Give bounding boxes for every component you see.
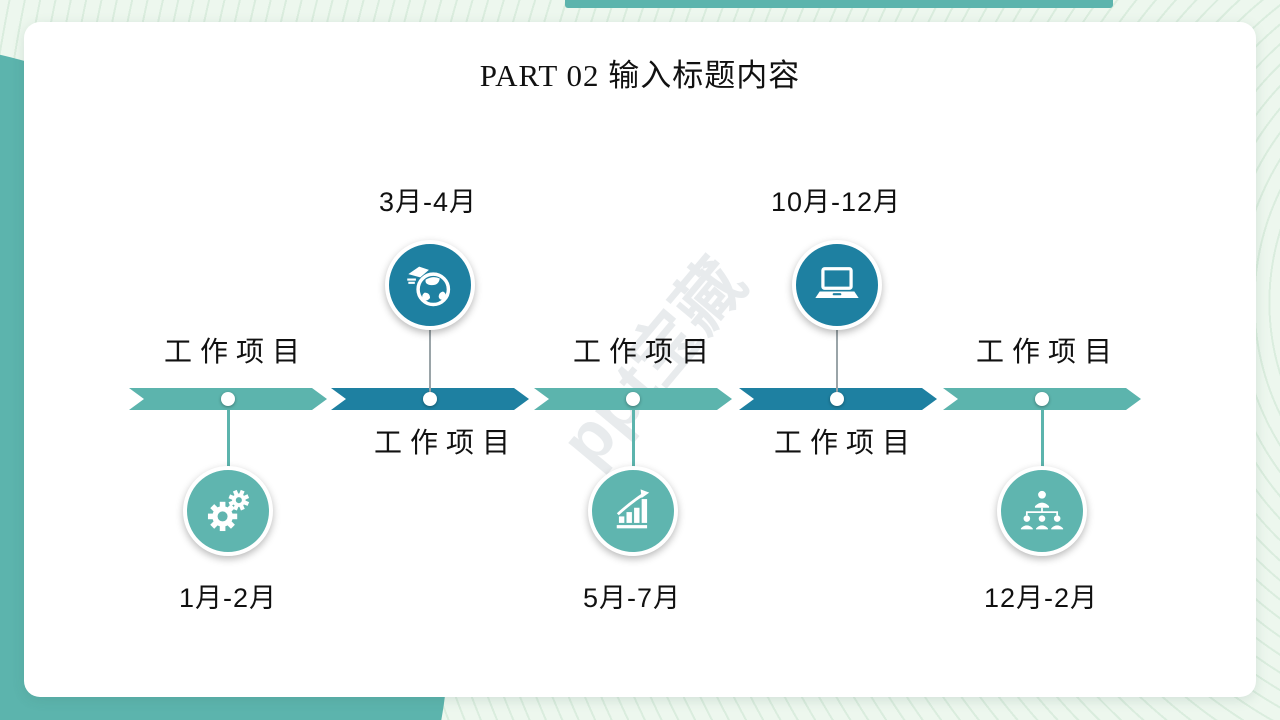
date-label-2: 3月-4月 [378,187,478,217]
timeline-node-1 [221,392,235,406]
milestone-1-icon-circle [183,466,273,556]
laptop-icon [815,267,859,298]
project-label-4: 工作项目 [773,427,919,458]
timeline-node-5 [1035,392,1049,406]
timeline-node-4 [830,392,844,406]
org-chart-icon [1020,490,1064,530]
milestone-4-icon-circle [792,240,882,330]
date-label-1: 1月-2月 [178,583,278,613]
top-accent-bar [565,0,1113,8]
project-label-3: 工作项目 [572,336,718,367]
project-label-1: 工作项目 [163,336,309,367]
connector-milestone-5 [1041,399,1044,467]
date-label-4: 10月-12月 [770,187,902,217]
project-label-5: 工作项目 [975,336,1121,367]
bar-chart-growth-icon [616,489,650,529]
connector-milestone-1 [227,399,230,467]
connector-milestone-3 [632,399,635,467]
project-label-2: 工作项目 [373,427,519,458]
date-label-3: 5月-7月 [582,583,682,613]
milestone-5-icon-circle [997,466,1087,556]
gears-icon [207,489,250,532]
milestone-3-icon-circle [588,466,678,556]
page-title: PART 02 输入标题内容 [479,58,801,93]
timeline-node-2 [423,392,437,406]
connector-milestone-2 [429,328,431,399]
connector-milestone-4 [836,328,838,399]
milestone-2-icon-circle [385,240,475,330]
globe-airplane-icon [407,266,451,307]
slide-card [24,22,1256,697]
date-label-5: 12月-2月 [983,583,1099,613]
timeline-node-3 [626,392,640,406]
